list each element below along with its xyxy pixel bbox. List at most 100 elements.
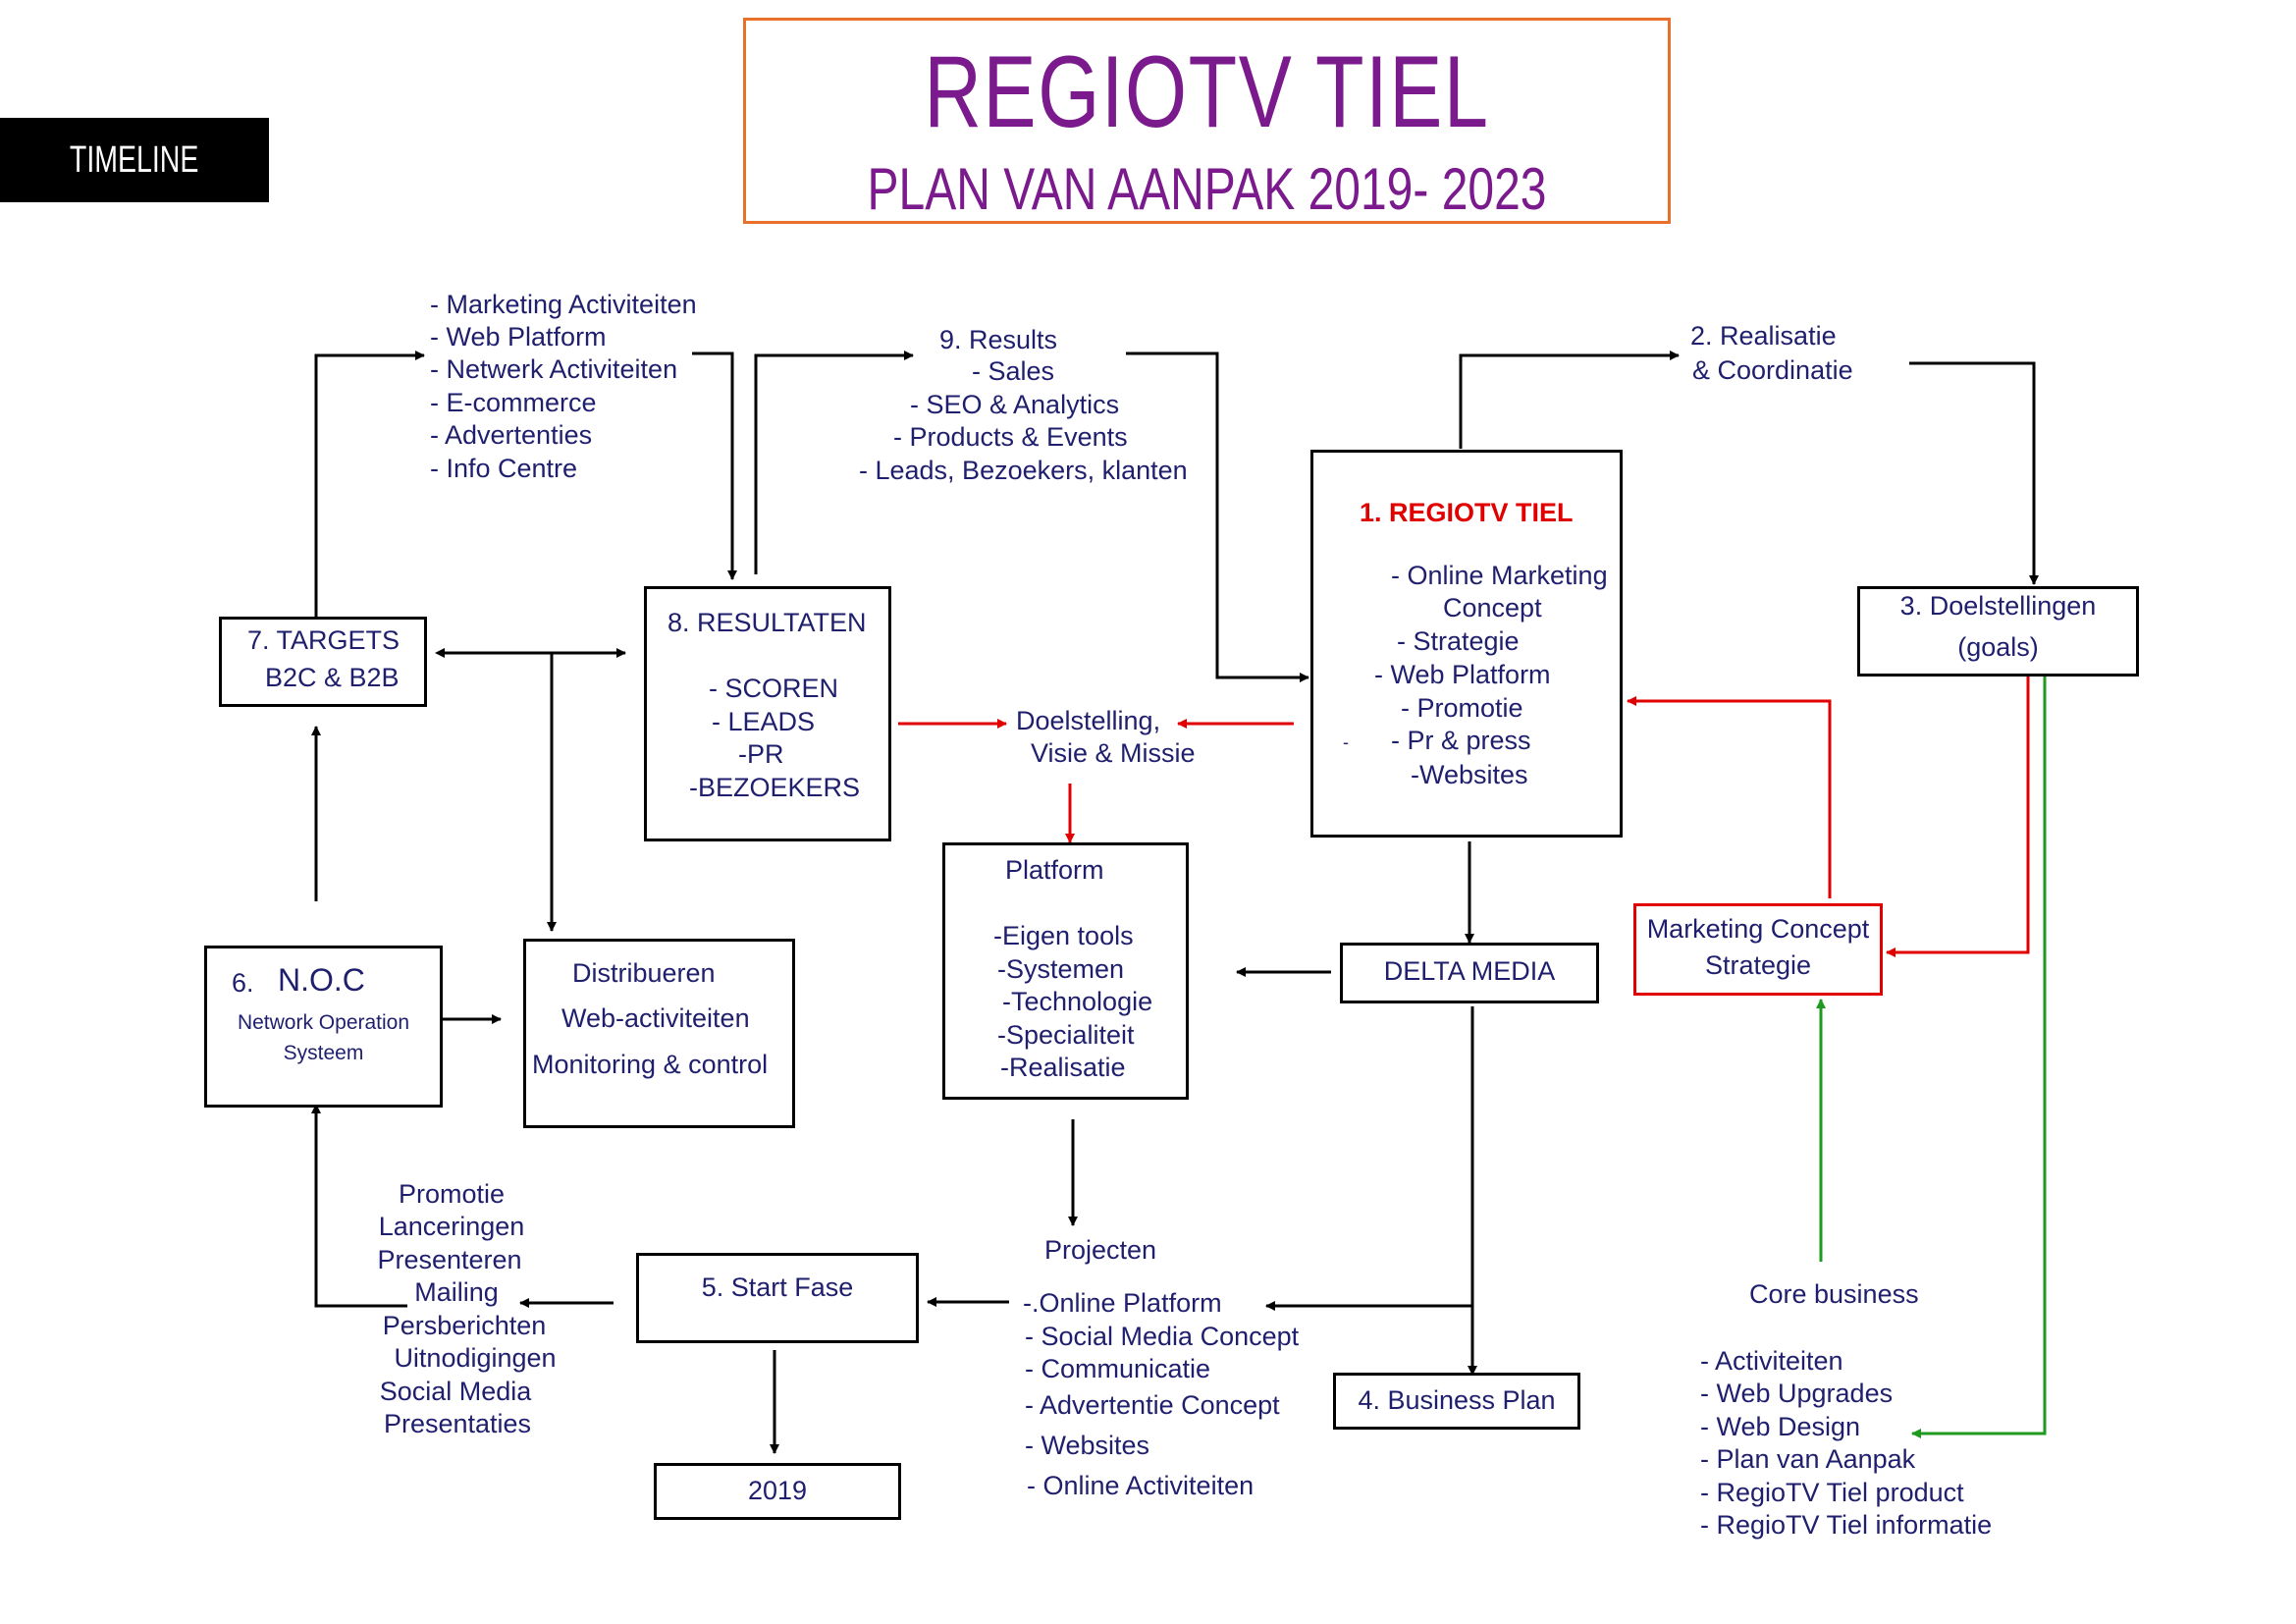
node-targets-box: [219, 617, 427, 707]
platform-item: -Technologie: [1002, 987, 1153, 1016]
doelstelling-label: Doelstelling,: [1016, 706, 1161, 735]
marketing-item: - Netwerk Activiteiten: [430, 354, 678, 384]
node-start-fase-box: [636, 1253, 919, 1343]
results-title: 9. Results: [939, 325, 1058, 354]
regiotv-title: 1. REGIOTV TIEL: [1360, 498, 1574, 527]
arrow-targets-to-marketing: [314, 351, 425, 619]
marketing-concept-label: Marketing Concept: [1646, 914, 1870, 944]
projecten-item: - Websites: [1025, 1431, 1150, 1460]
promotie-item: Presenteren: [377, 1245, 522, 1274]
arrow-results-to-regiotv: [1126, 352, 1309, 682]
doelstellingen-label: 3. Doelstellingen: [1899, 591, 2097, 621]
promotie-item: Uitnodigingen: [394, 1343, 557, 1373]
resultaten-title: 8. RESULTATEN: [667, 608, 867, 637]
regiotv-item: - Web Platform: [1374, 660, 1551, 689]
results-item: - Products & Events: [893, 422, 1128, 452]
results-item: - SEO & Analytics: [910, 390, 1120, 419]
core-business-item: - Plan van Aanpak: [1700, 1444, 1916, 1474]
node-distribueren-box: [523, 939, 795, 1128]
year-label: 2019: [747, 1476, 808, 1505]
realisatie-label: 2. Realisatie: [1690, 321, 1837, 351]
core-business-title: Core business: [1749, 1279, 1919, 1309]
regiotv-item: Concept: [1443, 593, 1542, 623]
projecten-item: - Communicatie: [1025, 1354, 1211, 1383]
timeline-tag: TIMELINE: [0, 118, 269, 202]
regiotv-item: - Promotie: [1401, 693, 1523, 723]
platform-title: Platform: [1005, 855, 1104, 885]
core-business-item: - Activiteiten: [1700, 1346, 1843, 1376]
promotie-item: Lanceringen: [378, 1212, 525, 1241]
resultaten-item: - LEADS: [712, 707, 816, 736]
resultaten-item: -PR: [738, 739, 784, 769]
marketing-item: - Marketing Activiteiten: [430, 290, 697, 319]
promotie-item: Mailing: [414, 1277, 499, 1307]
marketing-item: - E-commerce: [430, 388, 597, 417]
distribueren-item: Distribueren: [572, 958, 716, 988]
platform-item: -Realisatie: [1000, 1053, 1126, 1082]
arrow-doelstellingen-to-marketing: [1886, 676, 2030, 957]
regiotv-item: - Pr & press: [1391, 726, 1531, 755]
arrow-regiotv-to-realisatie: [1459, 351, 1680, 449]
delta-media-label: DELTA MEDIA: [1383, 956, 1556, 986]
distribueren-item: Web-activiteiten: [561, 1003, 750, 1033]
title-box: REGIOTV TIEL PLAN VAN AANPAK 2019- 2023: [743, 18, 1671, 224]
results-item: - Sales: [972, 356, 1055, 386]
subtitle: PLAN VAN AANPAK 2019- 2023: [867, 156, 1547, 222]
noc-sub: Network Operation: [237, 1011, 410, 1034]
doelstellingen-label: (goals): [1957, 632, 2039, 662]
marketing-item: - Info Centre: [430, 454, 578, 483]
projecten-item: - Social Media Concept: [1025, 1322, 1300, 1351]
regiotv-item: -Websites: [1411, 760, 1528, 789]
regiotv-item: - Online Marketing: [1391, 561, 1608, 590]
marketing-item: - Advertenties: [430, 420, 593, 450]
node-doelstellingen-box: [1857, 586, 2139, 677]
main-title: REGIOTV TIEL: [924, 35, 1490, 149]
noc-sub: Systeem: [283, 1042, 364, 1064]
node-resultaten-box: [644, 586, 891, 841]
targets-label: 7. TARGETS: [247, 625, 400, 655]
doelstelling-label: Visie & Missie: [1031, 738, 1196, 768]
core-business-item: - RegioTV Tiel informatie: [1700, 1510, 1993, 1540]
platform-item: -Systemen: [997, 954, 1125, 984]
timeline-label: TIMELINE: [70, 139, 199, 181]
marketing-item: - Web Platform: [430, 322, 607, 352]
arrow-doelstellingen-to-core: [1911, 676, 2047, 1438]
promotie-item: Promotie: [398, 1179, 506, 1209]
node-noc-box: [204, 946, 443, 1108]
projecten-item: -.Online Platform: [1023, 1288, 1222, 1318]
arrow-promotie-to-noc: [311, 1104, 407, 1308]
arrow-realisatie-to-doelstellingen: [1909, 361, 2039, 585]
core-business-item: - RegioTV Tiel product: [1700, 1478, 1964, 1507]
promotie-item: Social Media: [379, 1377, 532, 1406]
platform-item: -Specialiteit: [997, 1020, 1135, 1050]
node-year-box: [654, 1463, 901, 1520]
targets-label: B2C & B2B: [265, 663, 400, 692]
resultaten-item: -BEZOEKERS: [689, 773, 861, 802]
business-plan-label: 4. Business Plan: [1358, 1385, 1556, 1415]
projecten-title: Projecten: [1044, 1235, 1157, 1265]
node-business-plan-box: [1333, 1373, 1580, 1430]
node-delta-media-box: [1340, 943, 1599, 1003]
regiotv-dash: -: [1343, 732, 1349, 752]
promotie-item: Persberichten: [382, 1311, 547, 1340]
node-regiotv-box: [1310, 450, 1623, 838]
resultaten-item: - SCOREN: [709, 674, 839, 703]
core-business-item: - Web Design: [1700, 1412, 1861, 1441]
distribueren-item: Monitoring & control: [532, 1050, 769, 1079]
platform-item: -Eigen tools: [993, 921, 1134, 950]
noc-title: N.O.C: [278, 962, 365, 998]
realisatie-label: & Coordinatie: [1692, 355, 1853, 385]
arrow-marketing-to-regiotv: [1627, 696, 1832, 898]
projecten-item: - Advertentie Concept: [1025, 1390, 1280, 1420]
projecten-item: - Online Activiteiten: [1027, 1471, 1255, 1500]
marketing-concept-label: Strategie: [1704, 950, 1812, 980]
arrow-resultaten-to-results: [754, 351, 914, 574]
arrow-marketing-to-resultaten: [692, 352, 737, 580]
results-item: - Leads, Bezoekers, klanten: [859, 456, 1188, 485]
node-marketing-concept-box: [1633, 903, 1883, 996]
regiotv-item: - Strategie: [1397, 626, 1520, 656]
start-fase-label: 5. Start Fase: [701, 1272, 854, 1302]
node-platform-box: [942, 842, 1189, 1100]
